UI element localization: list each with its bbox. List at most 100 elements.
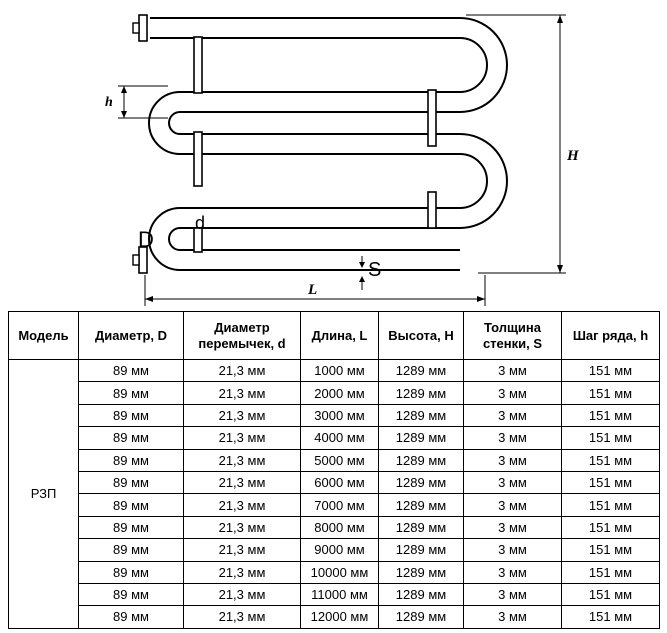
- header-wall-thickness: Толщина стенки, S: [463, 311, 562, 360]
- header-length: Длина, L: [300, 311, 379, 360]
- cell-jumper-diameter: 21,3 мм: [183, 403, 301, 428]
- jumper-left-middle: [193, 131, 203, 187]
- header-jumper-diameter: Диаметр перемычек, d: [183, 311, 301, 360]
- cell-diameter: 89 мм: [78, 582, 184, 607]
- cell-row-pitch: 151 мм: [561, 538, 660, 562]
- cell-diameter: 89 мм: [78, 470, 184, 495]
- cell-diameter: 89 мм: [78, 515, 184, 540]
- cell-wall-thickness: 3 мм: [463, 381, 562, 405]
- cell-length: 9000 мм: [300, 538, 379, 562]
- cell-row-pitch: 151 мм: [561, 381, 660, 405]
- cell-height: 1289 мм: [378, 582, 464, 607]
- cell-length: 4000 мм: [300, 426, 379, 450]
- spec-table: Модель Диаметр, D Диаметр перемычек, d Д…: [8, 311, 660, 629]
- jumper-right-lower: [427, 191, 437, 229]
- cell-length: 1000 мм: [300, 358, 379, 383]
- label-d: d: [195, 213, 205, 233]
- cell-wall-thickness: 3 мм: [463, 605, 562, 629]
- cell-height: 1289 мм: [378, 381, 464, 405]
- cell-jumper-diameter: 21,3 мм: [183, 426, 301, 450]
- flange-bottom: [132, 246, 148, 274]
- cell-wall-thickness: 3 мм: [463, 403, 562, 428]
- cell-wall-thickness: 3 мм: [463, 515, 562, 540]
- cell-height: 1289 мм: [378, 538, 464, 562]
- cell-length: 7000 мм: [300, 493, 379, 517]
- cell-height: 1289 мм: [378, 515, 464, 540]
- cell-jumper-diameter: 21,3 мм: [183, 358, 301, 383]
- label-h: h: [105, 95, 113, 110]
- serpentine-register-drawing: h H L S D d: [105, 14, 580, 306]
- cell-row-pitch: 151 мм: [561, 493, 660, 517]
- cell-length: 2000 мм: [300, 381, 379, 405]
- jumper-right-upper: [427, 89, 437, 147]
- cell-height: 1289 мм: [378, 426, 464, 450]
- header-model: Модель: [8, 311, 79, 360]
- cell-wall-thickness: 3 мм: [463, 582, 562, 607]
- cell-height: 1289 мм: [378, 403, 464, 428]
- cell-wall-thickness: 3 мм: [463, 448, 562, 472]
- cell-diameter: 89 мм: [78, 448, 184, 472]
- label-H: H: [566, 148, 580, 164]
- cell-wall-thickness: 3 мм: [463, 470, 562, 495]
- jumper-left-upper: [193, 36, 203, 94]
- model-cell: РЗП: [8, 359, 79, 629]
- cell-diameter: 89 мм: [78, 403, 184, 428]
- cell-length: 3000 мм: [300, 403, 379, 428]
- cell-diameter: 89 мм: [78, 493, 184, 517]
- flange-top: [132, 14, 148, 42]
- cell-wall-thickness: 3 мм: [463, 358, 562, 383]
- cell-diameter: 89 мм: [78, 426, 184, 450]
- label-S: S: [368, 259, 381, 281]
- cell-diameter: 89 мм: [78, 538, 184, 562]
- table-header-row: Модель Диаметр, D Диаметр перемычек, d Д…: [8, 311, 660, 360]
- cell-jumper-diameter: 21,3 мм: [183, 493, 301, 517]
- cell-row-pitch: 151 мм: [561, 448, 660, 472]
- cell-row-pitch: 151 мм: [561, 358, 660, 383]
- header-diameter: Диаметр, D: [78, 311, 184, 360]
- cell-length: 10000 мм: [300, 560, 379, 584]
- cell-height: 1289 мм: [378, 493, 464, 517]
- dimension-H: [466, 14, 566, 274]
- cell-jumper-diameter: 21,3 мм: [183, 605, 301, 629]
- cell-wall-thickness: 3 мм: [463, 538, 562, 562]
- cell-jumper-diameter: 21,3 мм: [183, 470, 301, 495]
- dimension-h: [118, 85, 168, 119]
- cell-diameter: 89 мм: [78, 381, 184, 405]
- dimension-L: [144, 275, 486, 306]
- cell-height: 1289 мм: [378, 470, 464, 495]
- cell-wall-thickness: 3 мм: [463, 493, 562, 517]
- cell-jumper-diameter: 21,3 мм: [183, 515, 301, 540]
- cell-diameter: 89 мм: [78, 358, 184, 383]
- cell-wall-thickness: 3 мм: [463, 560, 562, 584]
- cell-row-pitch: 151 мм: [561, 582, 660, 607]
- cell-length: 8000 мм: [300, 515, 379, 540]
- header-height: Высота, H: [378, 311, 464, 360]
- cell-jumper-diameter: 21,3 мм: [183, 582, 301, 607]
- serpentine-pipe: [132, 14, 508, 274]
- cell-height: 1289 мм: [378, 448, 464, 472]
- cell-jumper-diameter: 21,3 мм: [183, 448, 301, 472]
- cell-row-pitch: 151 мм: [561, 403, 660, 428]
- cell-row-pitch: 151 мм: [561, 560, 660, 584]
- cell-row-pitch: 151 мм: [561, 515, 660, 540]
- cell-length: 5000 мм: [300, 448, 379, 472]
- cell-length: 11000 мм: [300, 582, 379, 607]
- cell-length: 12000 мм: [300, 605, 379, 629]
- cell-row-pitch: 151 мм: [561, 605, 660, 629]
- header-row-pitch: Шаг ряда, h: [561, 311, 660, 360]
- cell-wall-thickness: 3 мм: [463, 426, 562, 450]
- jumper-left-lower: [193, 227, 203, 253]
- cell-row-pitch: 151 мм: [561, 426, 660, 450]
